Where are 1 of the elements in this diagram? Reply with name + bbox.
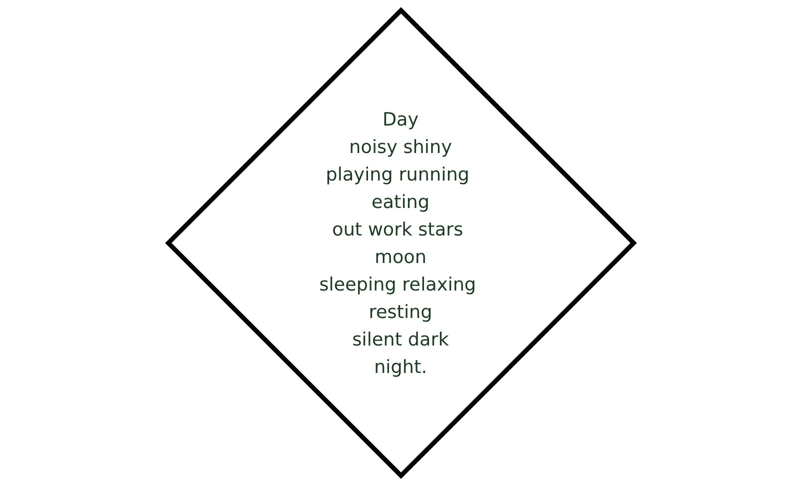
node-diamond: Day noisy shiny playing running eating out work stars moon sleeping relaxing resting silent dark night. [164,6,636,478]
